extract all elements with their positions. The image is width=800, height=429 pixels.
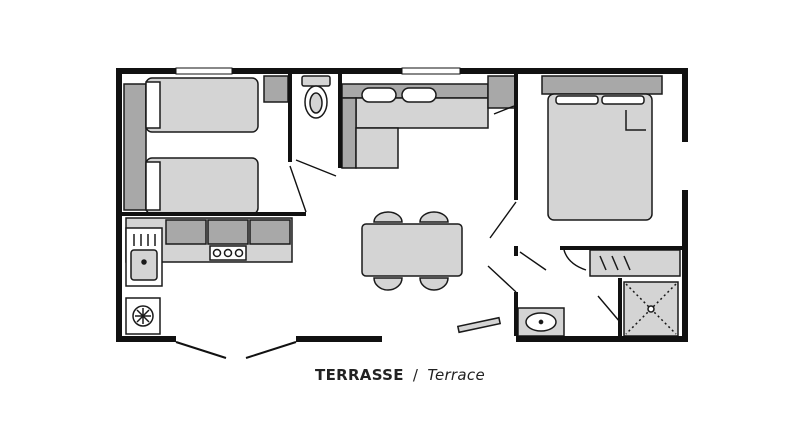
cabinet-slat-3 xyxy=(623,255,631,271)
boot-rack xyxy=(456,316,502,334)
counter-upper-2 xyxy=(207,219,249,245)
washbasin-drain xyxy=(538,319,544,325)
counter-upper-3 xyxy=(249,219,291,245)
partition-living-bedroom xyxy=(514,74,518,200)
hob-burner-3 xyxy=(234,248,244,258)
cushion-1 xyxy=(361,87,397,103)
partition-wc-living xyxy=(338,74,342,168)
wardrobe-twin-room xyxy=(123,83,147,211)
sink-basin xyxy=(130,249,158,281)
shelf-twin-room xyxy=(263,75,289,103)
partition-twin-room-bottom xyxy=(122,212,306,216)
wall-bottom-mid xyxy=(296,336,382,342)
partition-stub xyxy=(514,246,518,256)
shower-drain xyxy=(647,305,655,313)
chair-top-left xyxy=(373,211,403,223)
door-twin-room xyxy=(289,165,307,213)
sofa-side xyxy=(341,97,357,169)
cabinet-slat-1 xyxy=(599,255,607,271)
single-bed-lower xyxy=(145,157,259,215)
pillow-left xyxy=(555,95,599,105)
terrace-caption: TERRASSE / Terrace xyxy=(0,366,800,384)
cabinet-slat-2 xyxy=(611,255,619,271)
hob-burner-1 xyxy=(212,248,222,258)
partition-shower xyxy=(618,278,622,336)
door-bedroom-2 xyxy=(519,251,547,271)
walls-layer xyxy=(116,67,688,342)
single-bed-upper xyxy=(145,77,259,133)
cabinet-living xyxy=(487,75,517,109)
door-cabinet xyxy=(493,105,515,115)
dining-table xyxy=(361,223,463,277)
door-entrance-right[interactable] xyxy=(245,341,297,359)
pillow-lower xyxy=(145,161,161,211)
wall-left xyxy=(116,68,122,342)
doors-layer xyxy=(175,105,621,359)
chair-top-right xyxy=(419,211,449,223)
partition-bath-left xyxy=(514,292,518,336)
duvet-fold xyxy=(625,110,646,131)
wall-bottom-left xyxy=(116,336,176,342)
cushion-2 xyxy=(401,87,437,103)
door-entrance-left[interactable] xyxy=(175,341,227,359)
sink-drain xyxy=(141,259,147,265)
partition-bath-top xyxy=(560,246,682,250)
sofa-seat-vertical xyxy=(355,127,399,169)
chair-bottom-left xyxy=(373,277,403,291)
heater-spoke-4 xyxy=(136,309,150,323)
wall-right-lower xyxy=(682,190,688,342)
caption-secondary: Terrace xyxy=(427,366,485,384)
door-wc xyxy=(295,159,337,177)
counter-upper-1 xyxy=(165,219,207,245)
double-bed xyxy=(547,93,653,221)
wall-bottom-right xyxy=(516,336,688,342)
toilet-cistern xyxy=(301,75,331,87)
door-shower xyxy=(597,295,621,323)
towel-cabinet xyxy=(589,249,681,277)
door-bedroom xyxy=(489,201,517,239)
wall-right-upper xyxy=(682,68,688,142)
door-swing-cabinet xyxy=(563,249,587,271)
bed-headboard xyxy=(541,75,663,95)
pillow-right xyxy=(601,95,645,105)
door-bathroom xyxy=(487,265,517,293)
window-top-1 xyxy=(175,67,233,75)
hob-burner-2 xyxy=(223,248,233,258)
caption-separator: / xyxy=(412,366,419,384)
furniture-layer xyxy=(123,75,681,337)
chair-bottom-right xyxy=(419,277,449,291)
partition-twin-room-wc xyxy=(288,74,292,162)
window-top-2 xyxy=(401,67,461,75)
toilet-seat xyxy=(309,92,323,114)
pillow-upper xyxy=(145,81,161,129)
caption-primary: TERRASSE xyxy=(315,366,404,384)
